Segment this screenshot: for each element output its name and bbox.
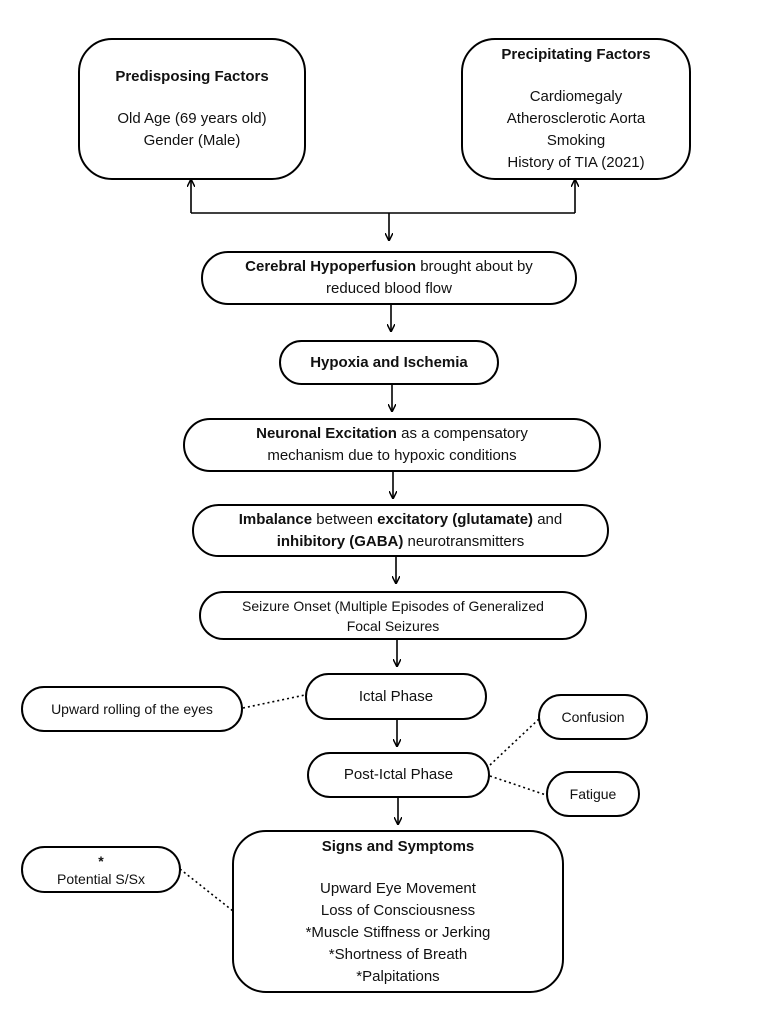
hypoperfusion-line-2: reduced blood flow: [326, 280, 452, 297]
hypoperfusion-line-1: Cerebral Hypoperfusion brought about by: [245, 256, 533, 278]
signs-symptoms-box: Signs and Symptoms Upward Eye Movement L…: [232, 830, 564, 993]
imbalance-line-2: inhibitory (GABA) neurotransmitters: [277, 531, 525, 553]
legend-star: *: [98, 852, 104, 869]
signs-item: *Palpitations: [356, 967, 440, 985]
dotted-links: [179, 694, 547, 912]
excitation-line-2: mechanism due to hypoxic conditions: [267, 447, 517, 464]
ictal-label: Ictal Phase: [358, 687, 434, 705]
confusion-box: Confusion: [538, 694, 648, 740]
fatigue-box: Fatigue: [546, 771, 640, 817]
hypoxia-box: Hypoxia and Ischemia: [279, 340, 499, 385]
hypoxia-label: Hypoxia and Ischemia: [310, 353, 468, 371]
signs-item: Loss of Consciousness: [320, 901, 476, 919]
upward-rolling-box: Upward rolling of the eyes: [21, 686, 243, 732]
predisposing-factors-box: Predisposing Factors Old Age (69 years o…: [78, 38, 306, 180]
dotted-link-ictal-upward: [242, 694, 306, 709]
precipitating-item: Cardiomegaly: [529, 88, 623, 105]
neuronal-excitation-box: Neuronal Excitation as a compensatory me…: [183, 418, 601, 472]
excitation-line-1: Neuronal Excitation as a compensatory: [256, 423, 528, 445]
precipitating-item: History of TIA (2021): [507, 154, 645, 171]
predisposing-item: Gender (Male): [143, 132, 241, 149]
factors-branch-connector: [191, 180, 575, 240]
excitation-bold: Neuronal Excitation: [256, 425, 397, 442]
imbalance-bold-1: Imbalance: [238, 510, 313, 528]
precipitating-factors-box: Precipitating Factors Cardiomegaly Ather…: [461, 38, 691, 180]
hypoperfusion-bold: Cerebral Hypoperfusion: [245, 258, 417, 275]
imbalance-bold-2: excitatory (glutamate): [377, 510, 534, 528]
imbalance-text-1: between: [312, 510, 378, 528]
signs-title: Signs and Symptoms: [321, 837, 475, 855]
dotted-link-legend-signs: [179, 868, 234, 912]
flow-arrows: [391, 305, 398, 824]
imbalance-bold-3: inhibitory (GABA): [276, 532, 404, 550]
confusion-label: Confusion: [561, 709, 625, 725]
precipitating-item: Atherosclerotic Aorta: [506, 110, 646, 127]
precipitating-item: Smoking: [546, 132, 606, 149]
imbalance-line-1: Imbalance between excitatory (glutamate)…: [239, 509, 563, 531]
potential-sx-legend: * Potential S/Sx: [21, 846, 181, 893]
dotted-link-postictal-fatigue: [489, 775, 547, 796]
predisposing-item: Old Age (69 years old): [117, 110, 267, 127]
hypoperfusion-rest: brought about by: [416, 258, 533, 275]
seizure-onset-box: Seizure Onset (Multiple Episodes of Gene…: [199, 591, 587, 640]
upward-label: Upward rolling of the eyes: [51, 701, 213, 717]
imbalance-box: Imbalance between excitatory (glutamate)…: [192, 504, 609, 557]
dotted-link-postictal-confusion: [489, 717, 541, 766]
legend-label: Potential S/Sx: [57, 870, 145, 887]
post-ictal-phase-box: Post-Ictal Phase: [307, 752, 490, 798]
signs-item: *Shortness of Breath: [328, 945, 468, 963]
signs-item: *Muscle Stiffness or Jerking: [305, 923, 491, 941]
ictal-phase-box: Ictal Phase: [305, 673, 487, 720]
imbalance-text-2: and: [533, 510, 563, 528]
postictal-label: Post-Ictal Phase: [343, 766, 454, 783]
seizure-line-2: Focal Seizures: [346, 617, 440, 634]
fatigue-label: Fatigue: [569, 786, 617, 802]
signs-item: Upward Eye Movement: [320, 879, 476, 897]
imbalance-text-3: neurotransmitters: [403, 532, 525, 550]
hypoperfusion-box: Cerebral Hypoperfusion brought about by …: [201, 251, 577, 305]
seizure-line-1: Seizure Onset (Multiple Episodes of Gene…: [242, 597, 544, 614]
precipitating-title: Precipitating Factors: [501, 46, 651, 63]
excitation-rest: as a compensatory: [396, 425, 528, 442]
predisposing-title: Predisposing Factors: [115, 68, 269, 85]
